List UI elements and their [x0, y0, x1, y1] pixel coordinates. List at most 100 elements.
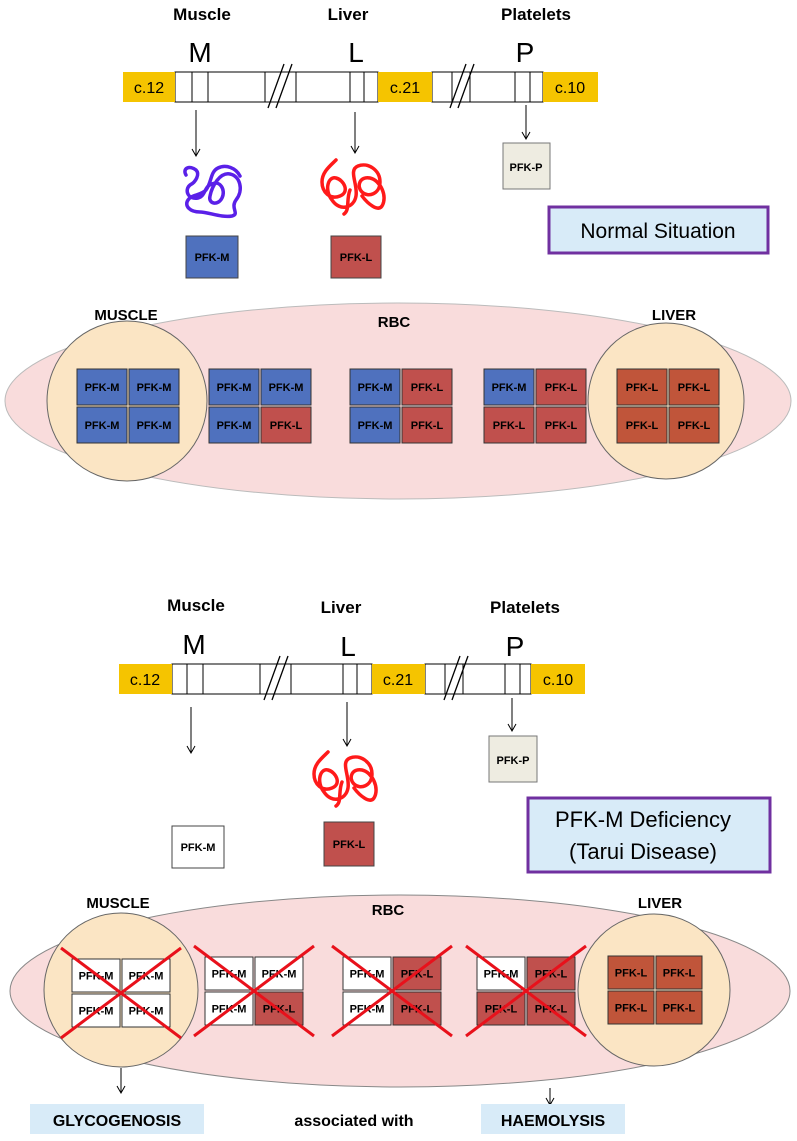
liver-protein-coil-icon [320, 158, 386, 216]
deficiency-situation-box [526, 796, 772, 874]
gene-m-letter-2: M [182, 629, 205, 660]
pfk-l-box [330, 235, 382, 279]
chromosome-12-box [123, 72, 175, 102]
subunit-box [655, 990, 703, 1025]
pfk-m-box [185, 235, 239, 279]
subunit-label: PFK-M [358, 382, 393, 394]
subunit-label: PFK-M [484, 969, 519, 981]
subunit-label: PFK-L [663, 968, 696, 980]
muscle-cell-label: MUSCLE [94, 307, 157, 324]
subunit-label: PFK-L [663, 1003, 696, 1015]
subunit-label: PFK-M [217, 382, 252, 394]
muscle-cell-label-2: MUSCLE [86, 895, 149, 912]
chromosome-21-box-2 [372, 664, 425, 694]
subunit-label: PFK-L [270, 420, 303, 432]
liver-cell-label: LIVER [652, 307, 696, 324]
muscle-cell-2 [43, 912, 199, 1068]
subunit-box [349, 406, 401, 444]
subunit-label: PFK-M [269, 382, 304, 394]
gene-p-letter: P [516, 37, 535, 68]
deficiency-situation-line2: (Tarui Disease) [569, 839, 717, 864]
subunit-label: PFK-M [137, 382, 172, 394]
subunit-box [616, 368, 668, 406]
subunit-label: PFK-M [350, 969, 385, 981]
chromosome-10-label: c.10 [555, 80, 585, 97]
subunit-box [349, 368, 401, 406]
normal-situation-box [547, 205, 770, 255]
subunit-box [260, 406, 312, 444]
normal-situation-label: Normal Situation [580, 220, 735, 243]
chromosome-10-label-2: c.10 [543, 672, 573, 689]
subunit-box [476, 991, 526, 1026]
muscle-gene-title: Muscle [173, 5, 231, 24]
chromosome-21-box [378, 72, 432, 102]
associated-with-label: associated with [294, 1113, 413, 1130]
tetramer-5: PFK-L PFK-L PFK-L PFK-L [607, 955, 703, 1025]
subunit-label: PFK-L [626, 382, 659, 394]
chromosome-10-box [543, 72, 598, 102]
subunit-label: PFK-L [615, 1003, 648, 1015]
liver-cell-2 [577, 913, 731, 1067]
subunit-box [401, 406, 453, 444]
glycogenosis-label: GLYCOGENOSIS [53, 1113, 182, 1130]
subunit-box [616, 406, 668, 444]
chromosome-12-box-2 [119, 664, 172, 694]
subunit-box [535, 368, 587, 406]
subunit-label: PFK-L [615, 968, 648, 980]
subunit-label: PFK-L [678, 420, 711, 432]
subunit-box [128, 406, 180, 444]
liver-protein-coil-icon-2 [312, 750, 378, 808]
subunit-label: PFK-M [212, 969, 247, 981]
cross-mark [465, 944, 587, 1038]
subunit-label: PFK-L [545, 420, 578, 432]
subunit-box [76, 368, 128, 406]
expression-arrows [191, 105, 531, 158]
muscle-protein-coil-icon [183, 164, 242, 219]
tetramer-4: PFK-M PFK-L PFK-L PFK-L [483, 368, 587, 444]
subunit-box [128, 368, 180, 406]
subunit-box [668, 406, 720, 444]
normal-situation-panel: Muscle Liver Platelets M L P [4, 5, 792, 500]
pfk-l-label-2: PFK-L [333, 839, 366, 851]
expression-arrows-2 [186, 698, 517, 755]
subunit-label: PFK-M [79, 971, 114, 983]
chromosome-bar-2 [171, 655, 532, 701]
chromosome-21-label: c.21 [390, 80, 420, 97]
subunit-label: PFK-L [678, 382, 711, 394]
subunit-label: PFK-M [492, 382, 527, 394]
subunit-label: PFK-M [358, 420, 393, 432]
subunit-label: PFK-L [411, 382, 444, 394]
gene-m-letter: M [188, 37, 211, 68]
pfk-p-label: PFK-P [510, 162, 543, 174]
subunit-label: PFK-M [262, 969, 297, 981]
pfk-m-label-2: PFK-M [181, 842, 216, 854]
subunit-label: PFK-M [217, 420, 252, 432]
deficiency-tetramers: PFK-MPFK-MPFK-MPFK-MPFK-MPFK-MPFK-MPFK-L… [60, 944, 703, 1040]
subunit-box [483, 406, 535, 444]
cross-mark [193, 944, 315, 1038]
pfk-p-box-2 [488, 735, 538, 783]
subunit-label: PFK-M [137, 420, 172, 432]
chromosome-12-label: c.12 [134, 80, 164, 97]
rbc-cell-label: RBC [378, 314, 411, 331]
glycogenosis-box [30, 1104, 204, 1134]
subunit-label: PFK-L [493, 420, 526, 432]
platelets-gene-title-2: Platelets [490, 598, 560, 617]
cross-mark [331, 944, 453, 1038]
subunit-label: PFK-M [85, 382, 120, 394]
haemolysis-label: HAEMOLYSIS [501, 1113, 606, 1130]
cross-mark [60, 946, 182, 1040]
subunit-box [208, 368, 260, 406]
subunit-box [607, 955, 655, 990]
pfk-l-label: PFK-L [340, 252, 373, 264]
subunit-label: PFK-L [545, 382, 578, 394]
muscle-gene-title-2: Muscle [167, 596, 225, 615]
gene-l-letter-2: L [340, 631, 356, 662]
pfk-m-label: PFK-M [195, 252, 230, 264]
platelets-gene-title: Platelets [501, 5, 571, 24]
